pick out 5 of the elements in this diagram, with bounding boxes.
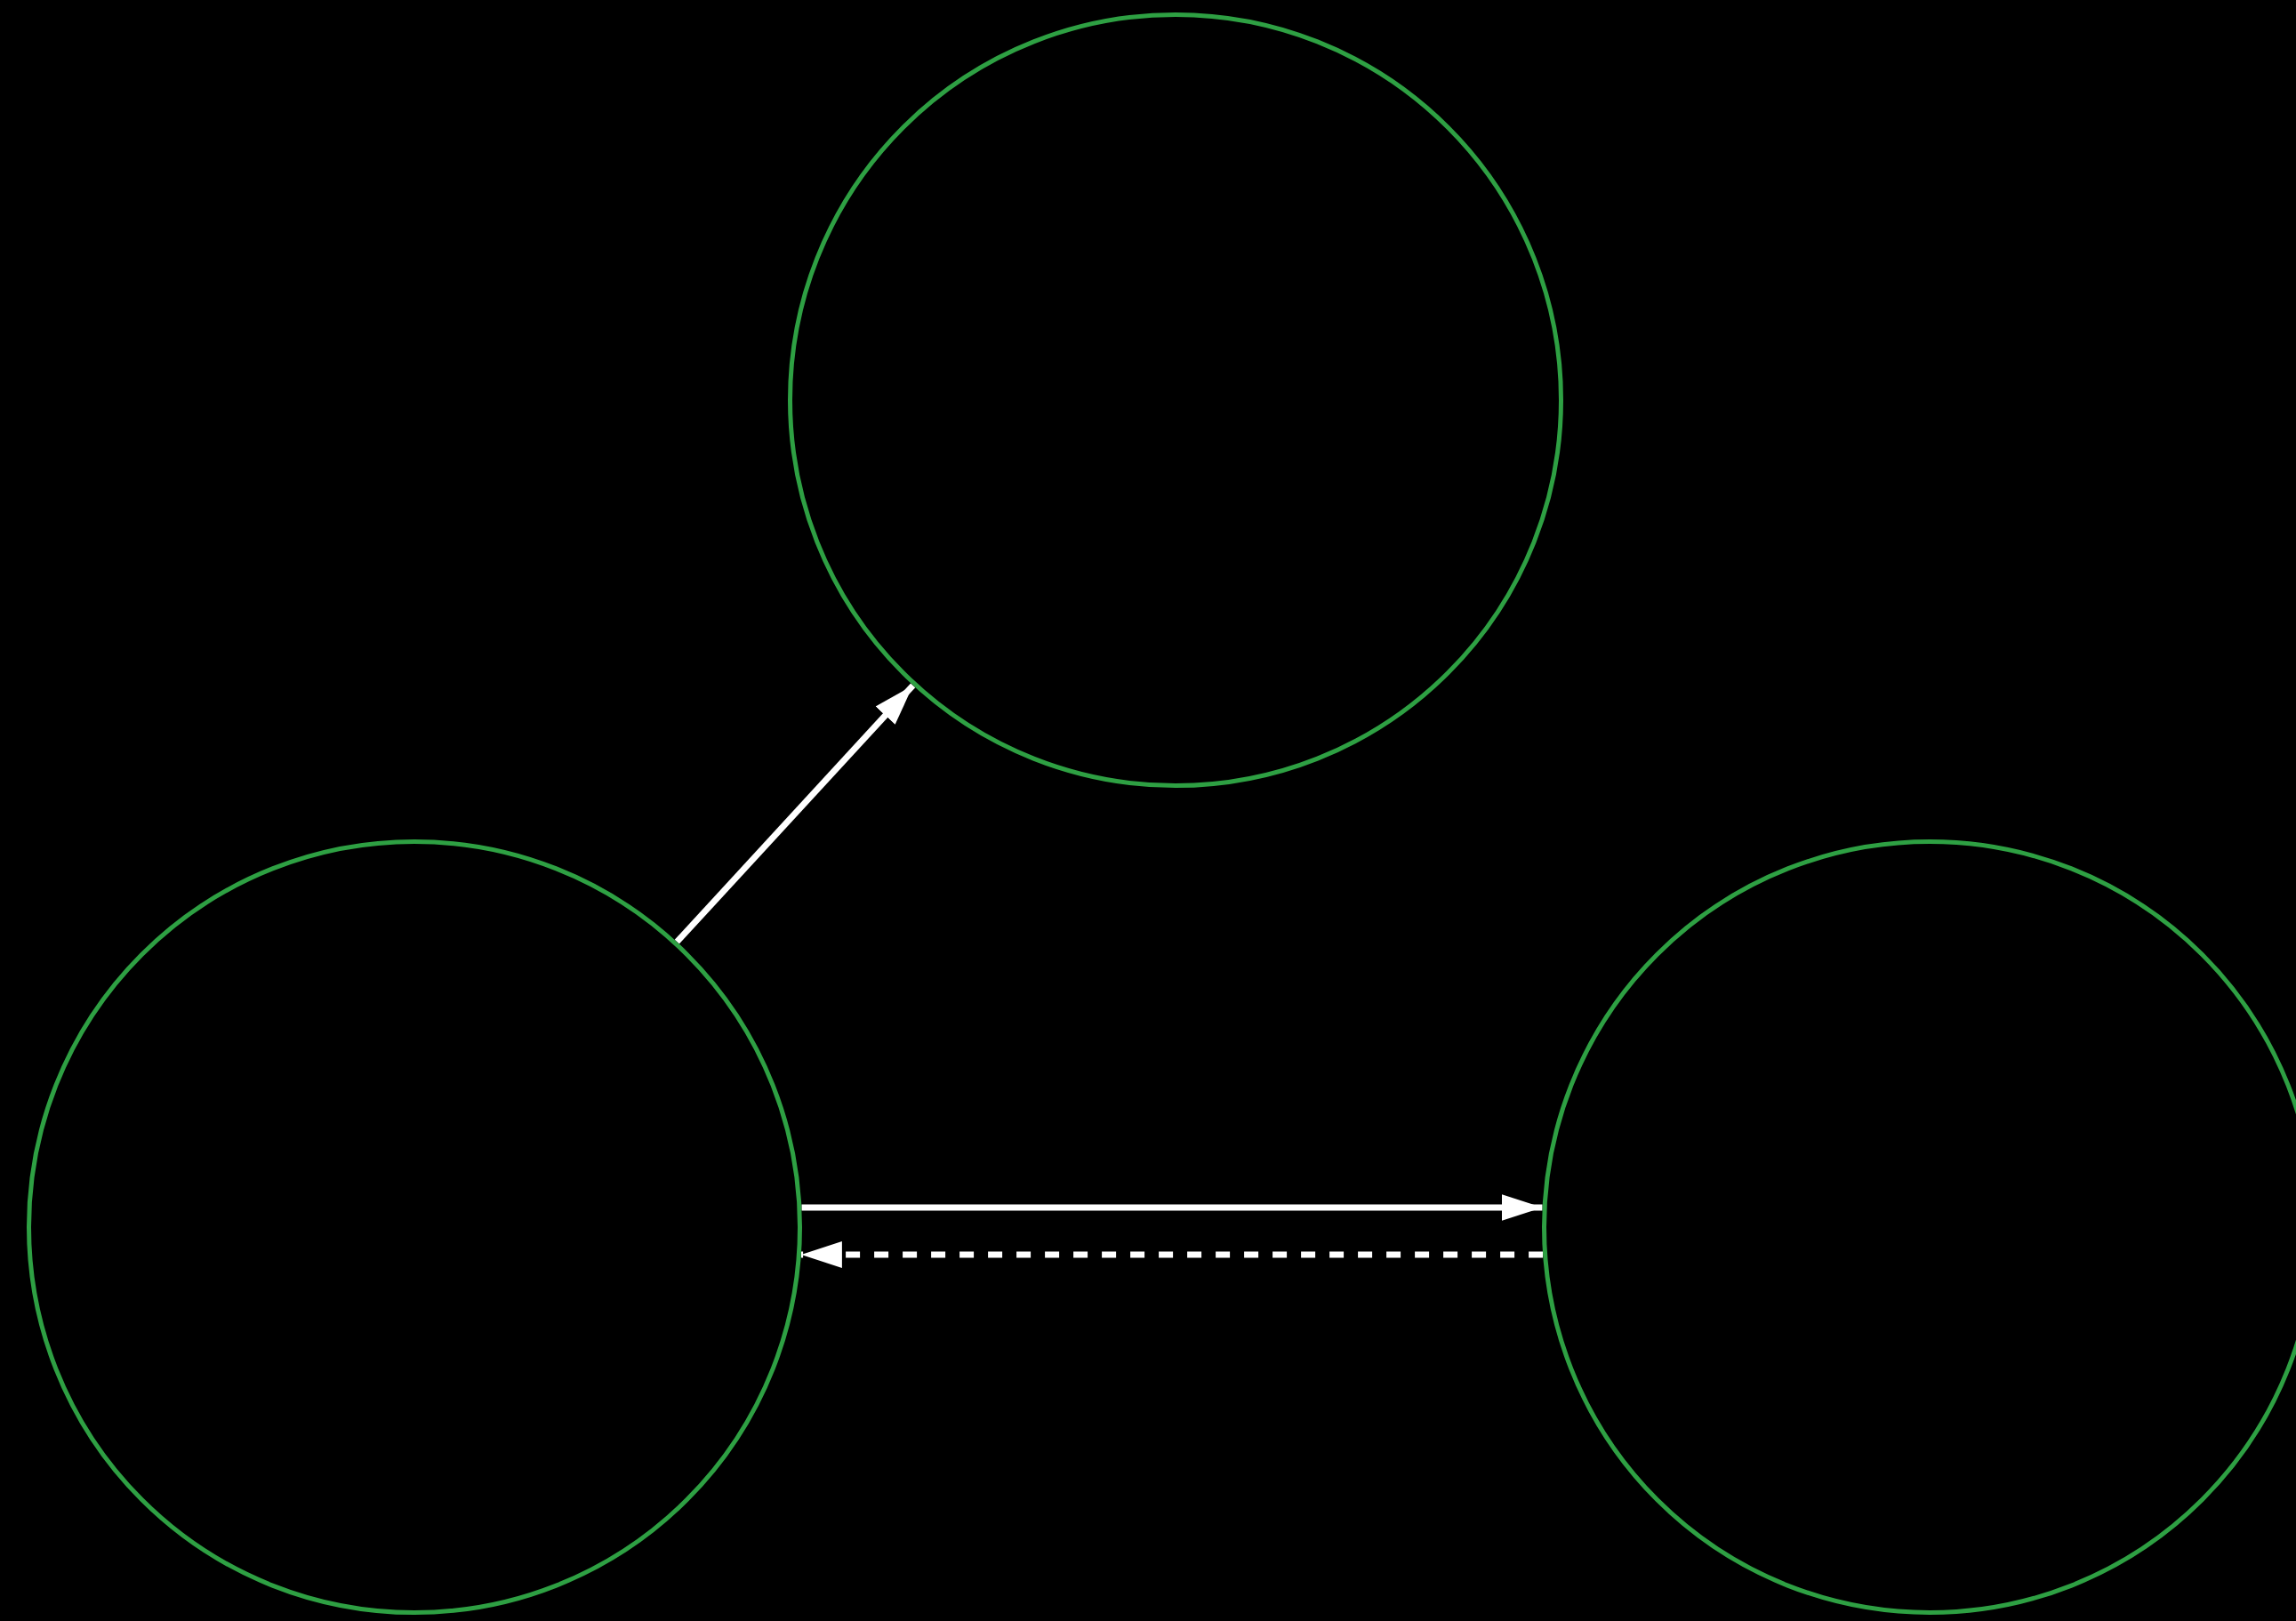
circle-node: [788, 12, 1563, 788]
circle-node: [1542, 839, 2296, 1615]
arrow: [674, 683, 916, 944]
circle-node: [27, 839, 802, 1615]
arrow: [800, 1241, 1544, 1268]
